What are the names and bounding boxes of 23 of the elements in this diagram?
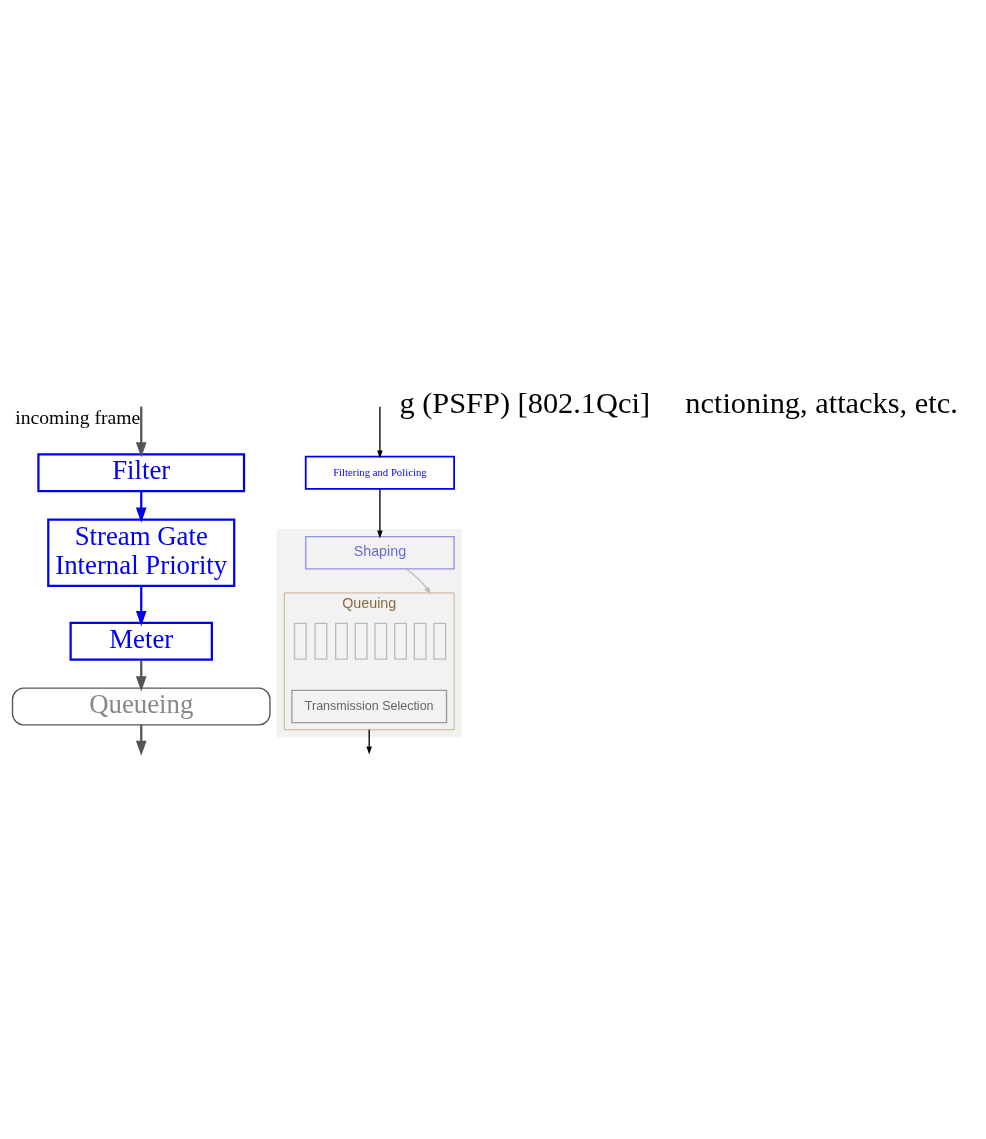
edge-label: incoming frame (15, 406, 141, 429)
label: nctioning, attacks, etc. (685, 386, 958, 421)
node-box: Filtering and Policing (304, 455, 455, 490)
node-bar (394, 622, 407, 660)
node-bar (314, 622, 328, 660)
node-bar (354, 622, 368, 660)
node-bar (374, 622, 388, 660)
node-box: Stream Gate Internal Priority (47, 518, 236, 587)
arrow (377, 488, 383, 539)
node-bar (413, 622, 427, 660)
node-box: Filter (37, 453, 246, 493)
node-bar (293, 622, 307, 660)
arrow (135, 406, 147, 458)
arrow (405, 568, 432, 595)
label: g (PSFP) [802.1Qci] (399, 386, 651, 421)
node-box: Meter (69, 621, 213, 661)
node-box: Queueing (11, 687, 271, 726)
node-bar (433, 622, 447, 660)
arrow (135, 585, 147, 627)
arrow (377, 405, 383, 459)
node-box: Transmission Selection (291, 689, 448, 724)
node-box: Shaping (305, 536, 455, 570)
node-bar (335, 622, 348, 660)
